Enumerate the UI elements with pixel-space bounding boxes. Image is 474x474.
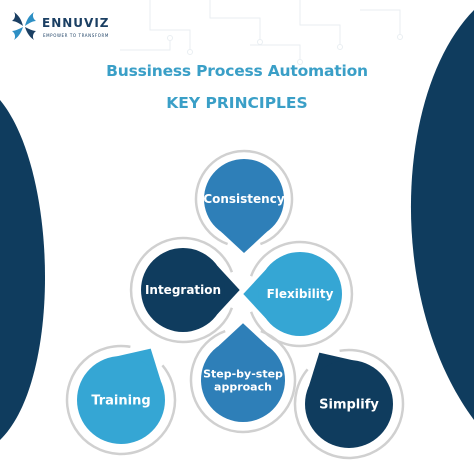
principle-node-flexibility: Flexibility (243, 240, 354, 348)
node-label: Simplify (319, 398, 379, 413)
brand-logo: ENNUVIZ EMPOWER TO TRANSFORM (10, 8, 130, 48)
node-circle (305, 360, 393, 448)
node-ring (65, 344, 177, 456)
node-circle (141, 248, 225, 332)
node-circle (77, 356, 165, 444)
node-ring (194, 149, 294, 246)
page-subtitle: KEY PRINCIPLES (166, 94, 308, 112)
node-ring (249, 240, 354, 348)
left-wave-shape (0, 100, 46, 440)
node-ring (189, 329, 297, 434)
node-label: Flexibility (267, 287, 334, 301)
page-title: Bussiness Process Automation (106, 62, 368, 80)
node-label: Training (91, 394, 150, 409)
node-label: Consistency (203, 192, 285, 206)
circuit-lines (120, 0, 403, 65)
node-ring (293, 348, 405, 460)
principle-node-simplify: Simplify (293, 348, 405, 460)
node-label: Integration (145, 283, 221, 297)
ennuviz-logo-icon (12, 12, 36, 40)
principle-node-training: Training (65, 344, 177, 456)
principle-node-consistency: Consistency (194, 149, 294, 253)
brand-name: ENNUVIZ (42, 16, 110, 30)
node-circle (258, 252, 342, 336)
node-ring (129, 236, 234, 344)
principle-node-integration: Integration (129, 236, 240, 344)
node-label: Step-by-step (203, 367, 283, 380)
brand-tagline: EMPOWER TO TRANSFORM (43, 33, 109, 38)
right-wave-shape (410, 10, 474, 420)
node-label: approach (214, 380, 272, 393)
node-circle (204, 159, 284, 239)
node-circle (201, 338, 285, 422)
